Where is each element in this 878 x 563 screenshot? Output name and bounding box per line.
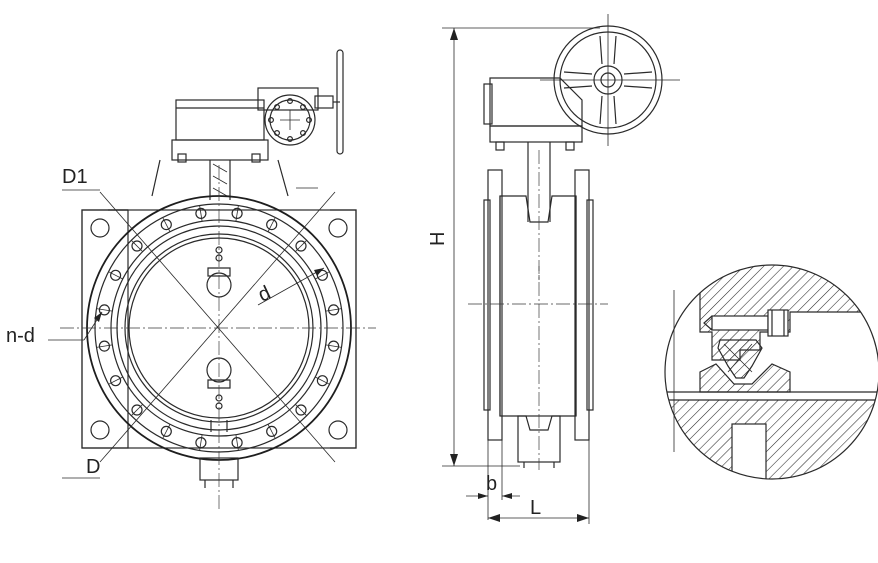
label-h: H: [427, 232, 449, 246]
seal-detail-view: [664, 264, 878, 480]
bolt-hole: [231, 437, 243, 449]
bolt-hole-centerline: [295, 240, 307, 252]
front-view: D1 n-d D d: [6, 49, 376, 510]
bolt-hole: [266, 425, 278, 437]
bolt-hole-centerline: [315, 376, 330, 385]
bolt-hole-centerline: [96, 344, 113, 348]
bolt-hole: [160, 425, 172, 437]
bolt-hole: [109, 269, 122, 281]
bolt-hole: [109, 375, 122, 387]
bolt-hole: [266, 219, 278, 231]
label-d1: D1: [62, 166, 88, 188]
bolt-hole-centerline: [108, 376, 123, 385]
bolt-hole: [131, 404, 143, 416]
bolt-hole: [131, 240, 143, 252]
bolt-hole: [195, 437, 207, 449]
bolt-hole: [98, 304, 111, 316]
bolt-hole: [98, 340, 111, 352]
bolt-hole: [295, 404, 307, 416]
label-l: L: [530, 497, 541, 519]
label-d-outer: D: [86, 456, 100, 478]
bolt-hole: [195, 207, 207, 219]
bolt-holes: [96, 205, 342, 451]
label-n-d: n-d: [6, 325, 35, 347]
bolt-hole: [160, 219, 172, 231]
bolt-hole-centerline: [162, 217, 171, 232]
bolt-hole-centerline: [295, 404, 307, 416]
label-b: b: [486, 473, 497, 495]
bolt-hole: [295, 240, 307, 252]
bolt-hole-centerline: [325, 344, 342, 348]
bolt-hole: [328, 304, 340, 316]
bolt-hole-centerline: [131, 240, 143, 252]
bolt-hole-centerline: [162, 424, 171, 439]
bolt-hole-centerline: [235, 205, 239, 222]
bolt-hole: [328, 340, 340, 352]
bolt-hole-centerline: [108, 271, 123, 280]
bolt-hole-centerline: [267, 424, 276, 439]
bolt-hole-centerline: [235, 434, 239, 451]
label-d-small: d: [255, 282, 274, 307]
bolt-hole-centerline: [325, 308, 342, 312]
bolt-hole: [316, 375, 328, 387]
bolt-hole-centerline: [96, 308, 113, 312]
bolt-hole-centerline: [199, 434, 203, 451]
bolt-hole-centerline: [267, 217, 276, 232]
bolt-hole: [231, 207, 243, 219]
side-view: H b L: [427, 14, 680, 524]
bolt-hole-centerline: [131, 404, 143, 416]
bolt-hole-centerline: [199, 205, 203, 222]
bolt-hole-centerline: [315, 271, 330, 280]
